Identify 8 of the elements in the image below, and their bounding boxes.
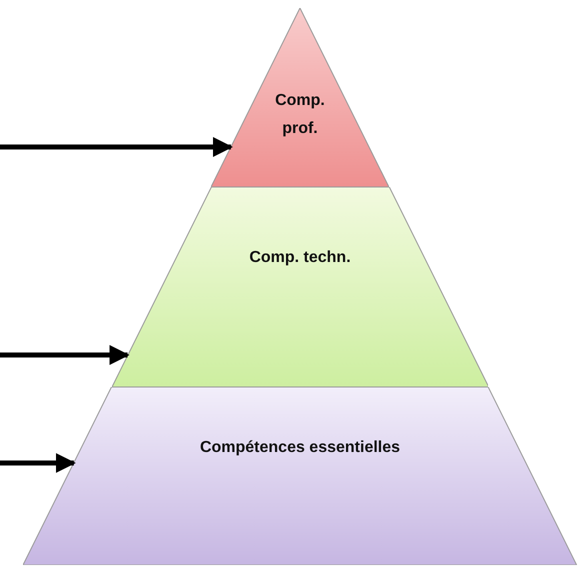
- arrow: [0, 137, 233, 157]
- band-label: Compétences essentielles: [198, 438, 402, 458]
- pyramid-top-band: [211, 8, 389, 187]
- pyramid-band: [23, 387, 577, 565]
- arrow: [0, 345, 130, 365]
- arrow: [0, 453, 76, 473]
- band-label: Comp. prof.: [274, 91, 326, 139]
- band-label: Comp. techn.: [248, 248, 352, 268]
